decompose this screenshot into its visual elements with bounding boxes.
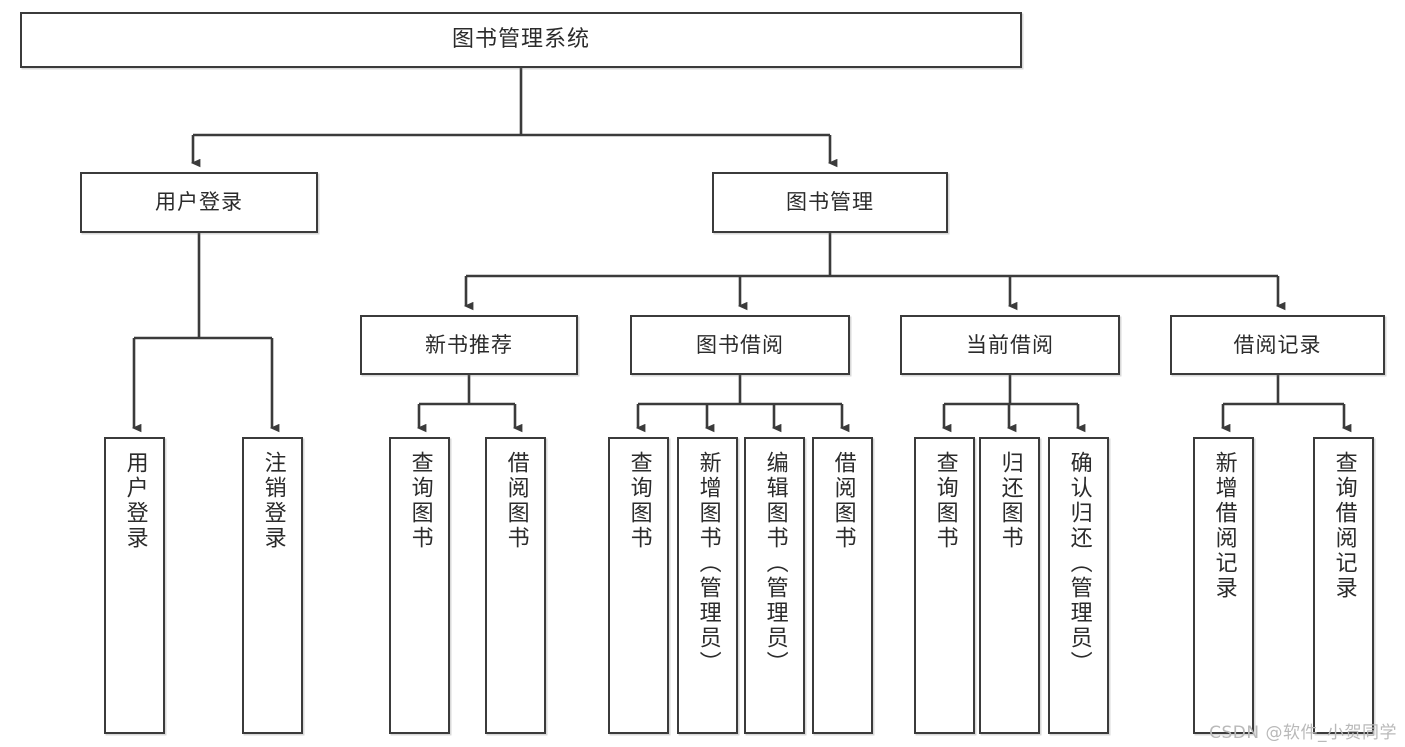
node-label: 注销登录 — [260, 451, 286, 551]
leaf-query-record[interactable]: 查询借阅记录 — [1313, 437, 1374, 734]
leaf-logout[interactable]: 注销登录 — [242, 437, 303, 734]
node-label: 新增图书（管理员） — [695, 451, 721, 676]
leaf-return-book[interactable]: 归还图书 — [979, 437, 1040, 734]
leaf-query-book-3[interactable]: 查询图书 — [914, 437, 975, 734]
node-root-system[interactable]: 图书管理系统 — [20, 12, 1022, 68]
node-label: 借阅记录 — [1233, 332, 1322, 357]
node-label: 用户登录 — [155, 190, 243, 215]
csdn-watermark: CSDN @软件_小贺同学 — [1209, 723, 1397, 743]
node-label: 编辑图书（管理员） — [762, 451, 788, 676]
leaf-confirm-return[interactable]: 确认归还（管理员） — [1048, 437, 1109, 734]
node-current-borrow[interactable]: 当前借阅 — [900, 315, 1120, 375]
node-label: 当前借阅 — [966, 332, 1054, 357]
node-label: 归还图书 — [997, 451, 1023, 551]
leaf-user-login[interactable]: 用户登录 — [104, 437, 165, 734]
leaf-add-record[interactable]: 新增借阅记录 — [1193, 437, 1254, 734]
node-label: 查询图书 — [407, 451, 433, 551]
node-label: 确认归还（管理员） — [1066, 451, 1092, 676]
node-label: 图书管理 — [786, 190, 874, 215]
node-label: 查询借阅记录 — [1331, 451, 1357, 601]
leaf-add-book[interactable]: 新增图书（管理员） — [677, 437, 738, 734]
node-user-login[interactable]: 用户登录 — [80, 172, 318, 233]
node-borrow-record[interactable]: 借阅记录 — [1170, 315, 1385, 375]
node-label: 查询图书 — [626, 451, 652, 551]
node-label: 查询图书 — [932, 451, 958, 551]
node-book-borrow[interactable]: 图书借阅 — [630, 315, 850, 375]
leaf-edit-book[interactable]: 编辑图书（管理员） — [744, 437, 805, 734]
leaf-query-book-1[interactable]: 查询图书 — [389, 437, 450, 734]
node-label: 借阅图书 — [830, 451, 856, 551]
node-label: 新增借阅记录 — [1211, 451, 1237, 601]
node-book-manage[interactable]: 图书管理 — [712, 172, 948, 233]
leaf-borrow-book-1[interactable]: 借阅图书 — [485, 437, 546, 734]
leaf-borrow-book-2[interactable]: 借阅图书 — [812, 437, 873, 734]
node-label: 借阅图书 — [503, 451, 529, 551]
leaf-query-book-2[interactable]: 查询图书 — [608, 437, 669, 734]
node-label: 新书推荐 — [425, 332, 513, 357]
node-label: 图书管理系统 — [451, 27, 590, 53]
node-label: 图书借阅 — [696, 332, 784, 357]
node-new-book-recommend[interactable]: 新书推荐 — [360, 315, 578, 375]
node-label: 用户登录 — [122, 451, 148, 551]
